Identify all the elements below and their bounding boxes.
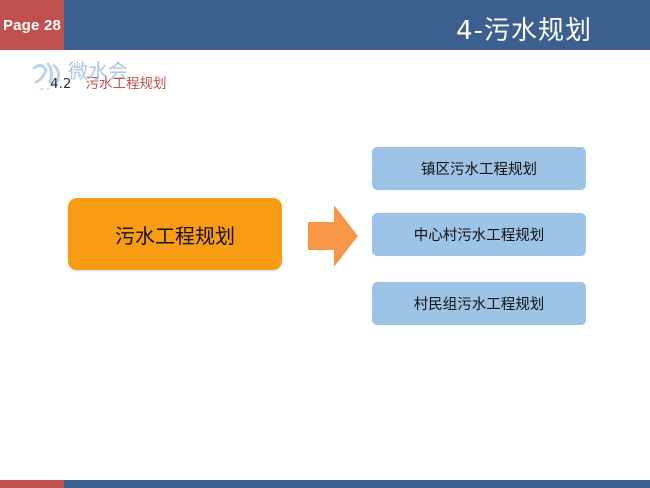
- subtopic-box-villager-group: 村民组污水工程规划: [372, 282, 586, 325]
- section-heading: 4.2 污水工程规划: [50, 72, 166, 92]
- slide-title: 4-污水规划: [456, 16, 592, 46]
- subtopic-label: 中心村污水工程规划: [413, 228, 545, 244]
- header-bar: [0, 0, 650, 50]
- water-drop-logo-icon: 微水会: [32, 59, 128, 90]
- main-topic-box: 污水工程规划: [68, 198, 282, 270]
- subtopic-box-town: 镇区污水工程规划: [372, 147, 586, 190]
- section-title: 污水工程规划: [85, 76, 167, 92]
- watermark-logo: 微水会: [30, 56, 190, 98]
- right-arrow-icon: [308, 205, 358, 267]
- page-badge: Page 28: [0, 0, 64, 50]
- subtopic-label: 村民组污水工程规划: [413, 297, 545, 313]
- main-topic-label: 污水工程规划: [115, 223, 235, 248]
- svg-text:微水会: 微水会: [68, 59, 128, 83]
- footer-bar: [0, 480, 650, 488]
- page-number: Page 28: [2, 16, 62, 34]
- section-number: 4.2: [50, 76, 72, 92]
- subtopic-box-central-village: 中心村污水工程规划: [372, 213, 586, 256]
- subtopic-label: 镇区污水工程规划: [421, 162, 537, 178]
- footer-accent: [0, 480, 64, 488]
